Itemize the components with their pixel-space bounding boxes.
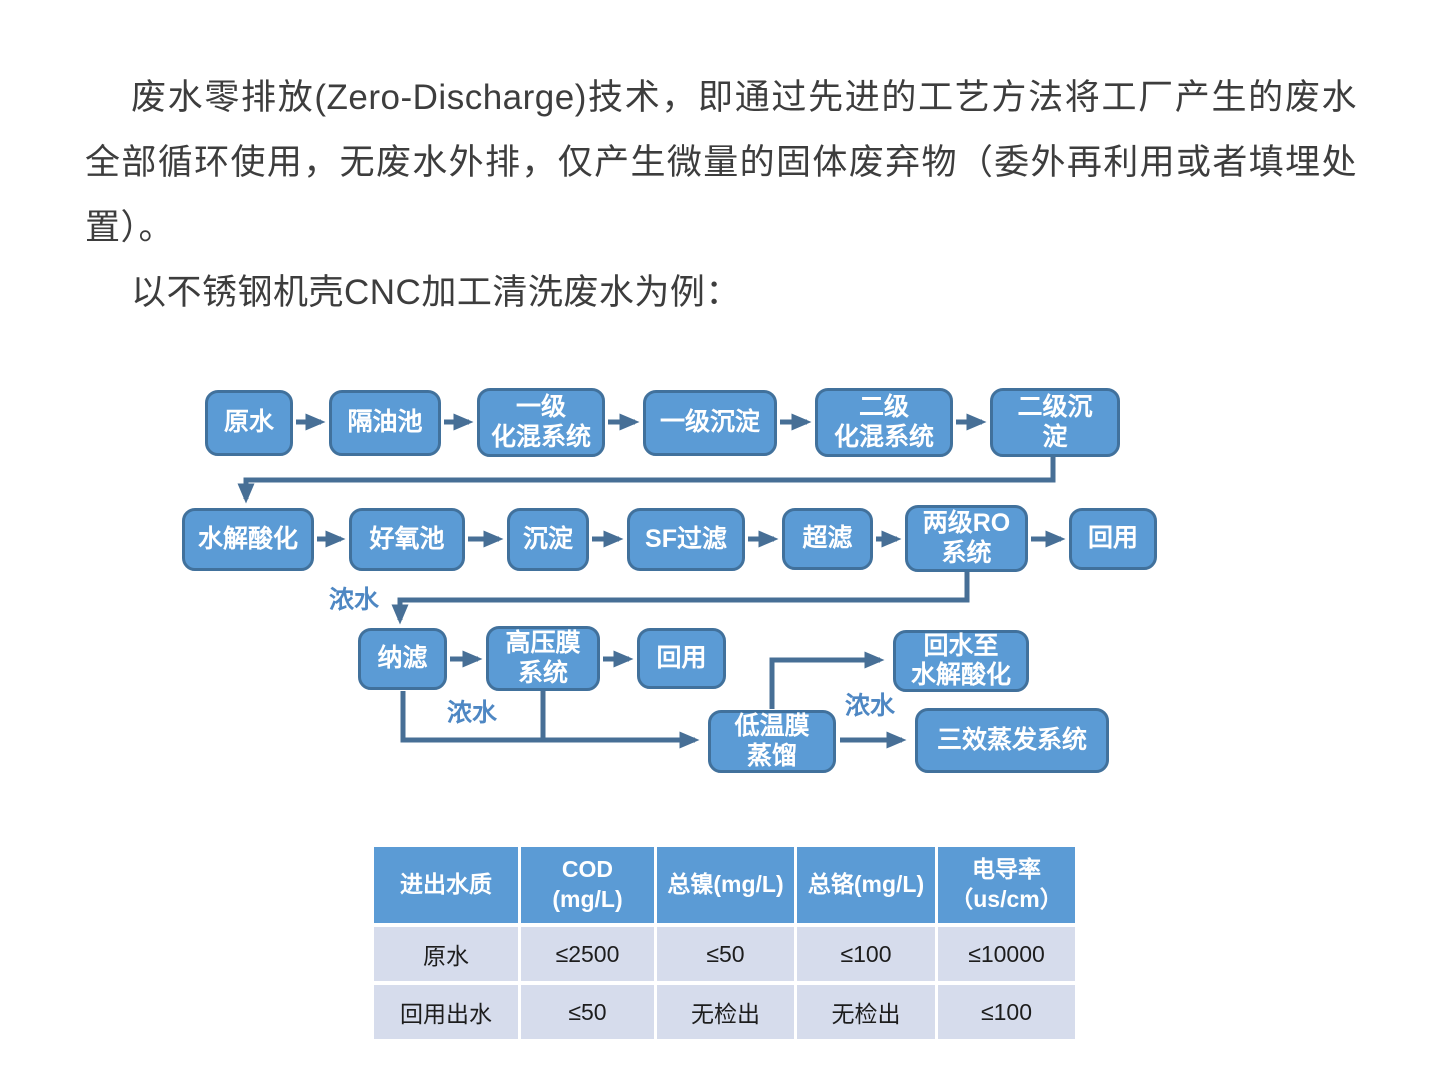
flow-node-aerobic-tank: 好氧池	[349, 508, 465, 571]
flow-node-two-stage-ro-system: 两级RO 系统	[905, 505, 1028, 572]
table-header-cell: 电导率 （us/cm）	[938, 847, 1075, 923]
flow-node-hydrolysis-acidification: 水解酸化	[182, 508, 314, 571]
table-cell: ≤100	[797, 927, 935, 981]
flow-node-nanofiltration: 纳滤	[358, 628, 447, 690]
flow-node-return-water-to-hydrolysis: 回水至 水解酸化	[893, 630, 1029, 692]
flow-node-raw-water: 原水	[205, 390, 293, 456]
flow-node-primary-sedimentation: 一级沉淀	[643, 390, 777, 456]
table-cell: ≤2500	[521, 927, 654, 981]
table-cell: ≤50	[521, 985, 654, 1039]
flow-node-primary-chemical-mixing-system: 一级 化混系统	[477, 388, 605, 457]
table-cell: ≤100	[938, 985, 1075, 1039]
table-header-cell: 总镍(mg/L)	[657, 847, 794, 923]
intro-paragraph: 废水零排放(Zero-Discharge)技术，即通过先进的工艺方法将工厂产生的…	[85, 78, 1357, 247]
edge-label-concentrate-water-2: 浓水	[447, 699, 498, 727]
flow-node-reuse-2: 回用	[637, 628, 726, 689]
edge-sed2-hydrolysis	[237, 457, 1056, 504]
table-row-label: 回用出水	[374, 985, 518, 1039]
flow-node-high-pressure-membrane-system: 高压膜 系统	[486, 626, 600, 691]
edge-concentrate-lowtempdistillation	[400, 691, 700, 749]
table-header-cell: COD (mg/L)	[521, 847, 654, 923]
flow-node-secondary-chemical-mixing-system: 二级 化混系统	[815, 388, 953, 457]
table-cell: ≤10000	[938, 927, 1075, 981]
flow-node-reuse-1: 回用	[1069, 508, 1157, 570]
edge-ro-concentrate-nanofiltration	[391, 572, 970, 625]
flow-node-ultrafiltration: 超滤	[782, 508, 873, 570]
table-row-label: 原水	[374, 927, 518, 981]
example-caption: 以不锈钢机壳CNC加工清洗废水为例：	[131, 273, 741, 312]
table-cell: 无检出	[797, 985, 935, 1039]
table-header-cell: 总铬(mg/L)	[797, 847, 935, 923]
edge-label-concentrate-water-1: 浓水	[329, 586, 380, 614]
flow-node-sf-filtration: SF过滤	[627, 508, 745, 571]
table-cell: ≤50	[657, 927, 794, 981]
edge-lowtemp-returnwater	[769, 651, 885, 709]
flow-node-secondary-sedimentation: 二级沉 淀	[990, 388, 1120, 457]
flow-node-low-temp-membrane-distillation: 低温膜 蒸馏	[708, 710, 836, 773]
flow-node-sedimentation: 沉淀	[507, 508, 589, 571]
table-header-cell: 进出水质	[374, 847, 518, 923]
intro-text-block: 废水零排放(Zero-Discharge)技术，即通过先进的工艺方法将工厂产生的…	[85, 65, 1357, 325]
flow-node-triple-effect-evaporation-system: 三效蒸发系统	[915, 708, 1109, 773]
flow-node-oil-separation-tank: 隔油池	[329, 390, 441, 456]
edge-label-concentrate-water-3: 浓水	[845, 692, 896, 720]
table-cell: 无检出	[657, 985, 794, 1039]
